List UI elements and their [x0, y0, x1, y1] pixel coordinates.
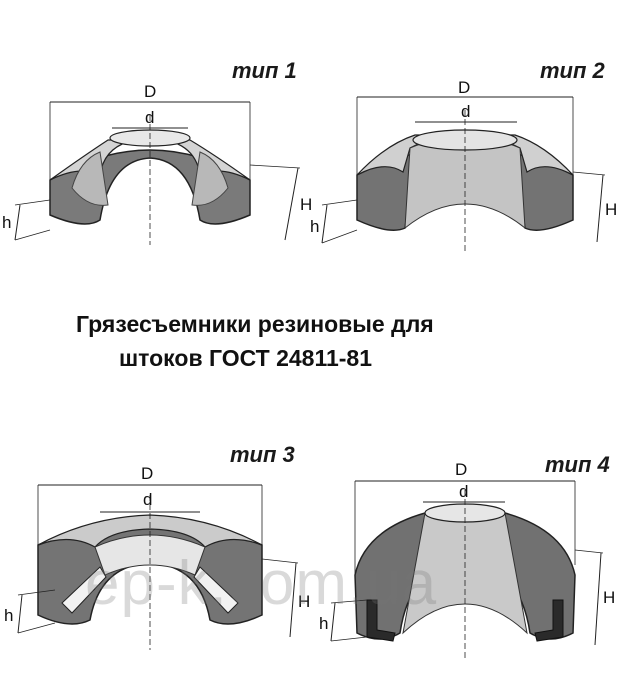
type-3-D: D: [141, 464, 153, 483]
type-2-D: D: [458, 80, 470, 97]
type-4-insert-right: [534, 599, 564, 642]
type-4-d: d: [459, 482, 468, 501]
type-3-H: H: [298, 592, 310, 611]
type-1-D: D: [144, 82, 156, 101]
type-4-H: H: [603, 588, 615, 607]
type-1-label: тип 1: [232, 58, 297, 83]
type-2-label: тип 2: [540, 58, 605, 83]
type-3-d: d: [143, 490, 152, 509]
type-2-H: H: [605, 200, 617, 219]
page-title-line-2: штоков ГОСТ 24811-81: [119, 345, 372, 371]
type-4-diagram: D d H h: [319, 460, 615, 660]
type-1-H: H: [300, 195, 312, 214]
type-2-d: d: [461, 102, 470, 121]
type-4-h: h: [319, 614, 328, 633]
type-2-seal-top: [356, 134, 574, 176]
type-1-diagram: D d H h: [2, 82, 312, 245]
type-1-groove-right: [191, 151, 229, 206]
type-1-groove-left: [71, 151, 109, 206]
type-3-inner-ring: [94, 534, 206, 576]
type-2-diagram: D d H h: [310, 80, 617, 252]
type-4-label: тип 4: [545, 452, 610, 477]
page-title-line-1: Грязесъемники резиновые для: [76, 311, 434, 337]
type-1-h: h: [2, 213, 11, 232]
type-1-d: d: [145, 108, 154, 127]
type-3-label: тип 3: [230, 442, 295, 467]
type-3-h: h: [4, 606, 13, 625]
type-3-slot-right: [193, 566, 239, 614]
watermark: ep-k.com.ua: [85, 549, 438, 618]
type-2-h: h: [310, 217, 319, 236]
type-4-D: D: [455, 460, 467, 479]
type-3-slot-left: [61, 566, 107, 614]
type-3-diagram: D d H h: [4, 464, 310, 650]
